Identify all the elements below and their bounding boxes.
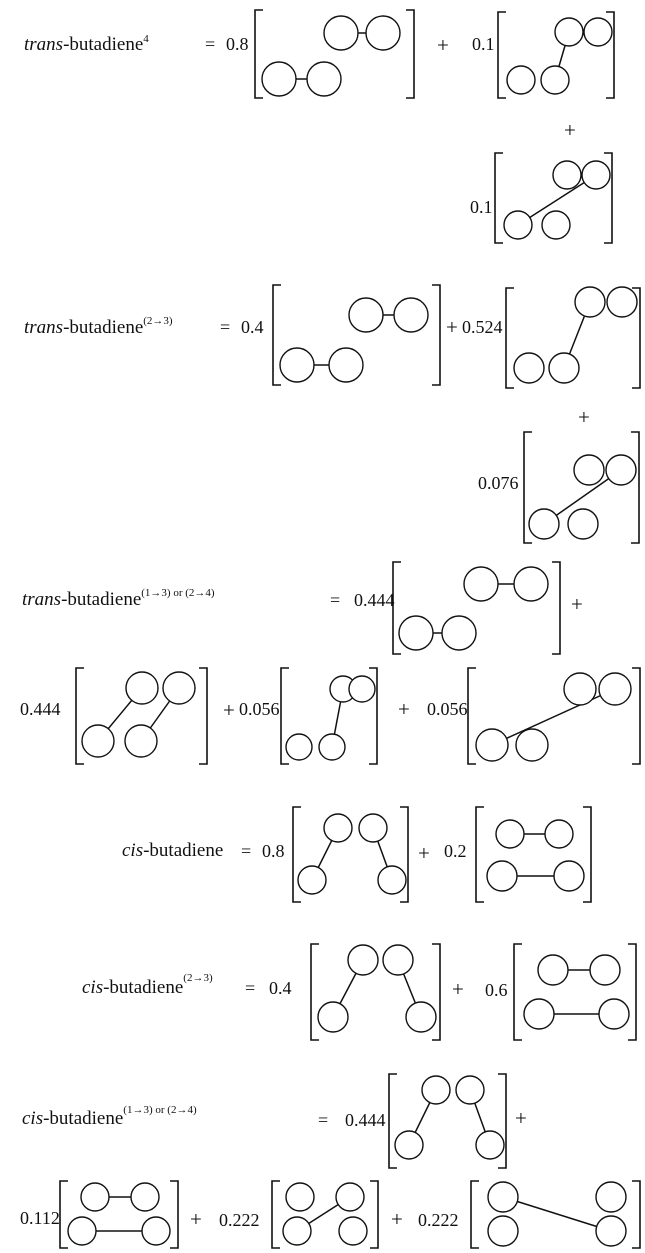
structure-cis-diag [388,1073,507,1169]
plus-sign: + [578,405,590,429]
structure-cis-cross-a [271,1180,379,1249]
equation-trans-butadiene-2-3: trans-butadiene(2→3) = 0.4 + 0.524 + 0.0… [24,284,641,544]
structure-cis-diag [292,806,409,903]
structure-cis-horiz [475,806,592,903]
plus-sign: + [418,841,430,865]
coefficient: 0.8 [262,841,285,861]
equation-label: cis-butadiene(1→3) or (2→4) [22,1104,197,1129]
structure-trans-s12 [505,286,641,389]
plus-sign: + [564,118,576,142]
structure-cis-horiz [513,943,637,1041]
plus-sign: + [437,33,449,57]
equals-sign: = [245,978,255,998]
structure-trans-s12 [497,11,615,99]
structure-trans-s13 [272,284,441,386]
equation-trans-butadiene-1-3-or-2-4: trans-butadiene(1→3) or (2→4) = 0.444 + … [20,561,641,765]
equation-cis-butadiene-2-3: cis-butadiene(2→3) = 0.4 + 0.6 [82,943,637,1041]
coefficient: 0.222 [219,1210,260,1230]
structure-trans-s14 [467,667,641,765]
coefficient: 0.112 [20,1208,60,1228]
equation-trans-butadiene-4: trans-butadiene4 = 0.8 + 0.1 + 0.1 [24,9,615,244]
equation-label: trans-butadiene4 [24,33,149,55]
plus-sign: + [223,698,235,722]
coefficient: 0.8 [226,34,249,54]
coefficient: 0.2 [444,841,467,861]
structure-trans-s13 [254,9,415,99]
structure-cis-cross-b [470,1180,641,1249]
structure-trans-s12 [280,667,378,765]
coefficient: 0.056 [427,699,468,719]
plus-sign: + [571,592,583,616]
structure-trans-d23 [75,667,208,765]
coefficient: 0.4 [269,978,292,998]
coefficient: 0.444 [345,1110,386,1130]
equals-sign: = [205,34,215,54]
plus-sign: + [452,977,464,1001]
structure-trans-s14 [523,431,640,544]
coefficient: 0.1 [470,197,493,217]
coefficient: 0.222 [418,1210,459,1230]
coefficient: 0.524 [462,317,503,337]
structure-cis-diag [310,943,441,1041]
equation-cis-butadiene-1-3-or-2-4: cis-butadiene(1→3) or (2→4) = 0.444 + 0.… [20,1073,641,1249]
equation-label: cis-butadiene(2→3) [82,972,213,998]
equals-sign: = [241,841,251,861]
coefficient: 0.4 [241,317,264,337]
coefficient: 0.444 [20,699,61,719]
structure-trans-s13 [392,561,561,655]
coefficient: 0.1 [472,34,495,54]
plus-sign: + [446,315,458,339]
plus-sign: + [515,1106,527,1130]
equation-cis-butadiene: cis-butadiene = 0.8 + 0.2 [122,806,592,903]
coefficient: 0.6 [485,980,508,1000]
coefficient: 0.056 [239,699,280,719]
equation-label: trans-butadiene(2→3) [24,315,173,338]
plus-sign: + [391,1207,403,1231]
coefficient: 0.444 [354,590,395,610]
equals-sign: = [330,590,340,610]
structure-trans-s14 [494,152,613,244]
equation-label: trans-butadiene(1→3) or (2→4) [22,587,215,610]
structure-cis-horiz [59,1180,179,1249]
equation-label: cis-butadiene [122,840,223,861]
coefficient: 0.076 [478,473,519,493]
plus-sign: + [398,697,410,721]
equals-sign: = [220,317,230,337]
plus-sign: + [190,1207,202,1231]
equals-sign: = [318,1110,328,1130]
